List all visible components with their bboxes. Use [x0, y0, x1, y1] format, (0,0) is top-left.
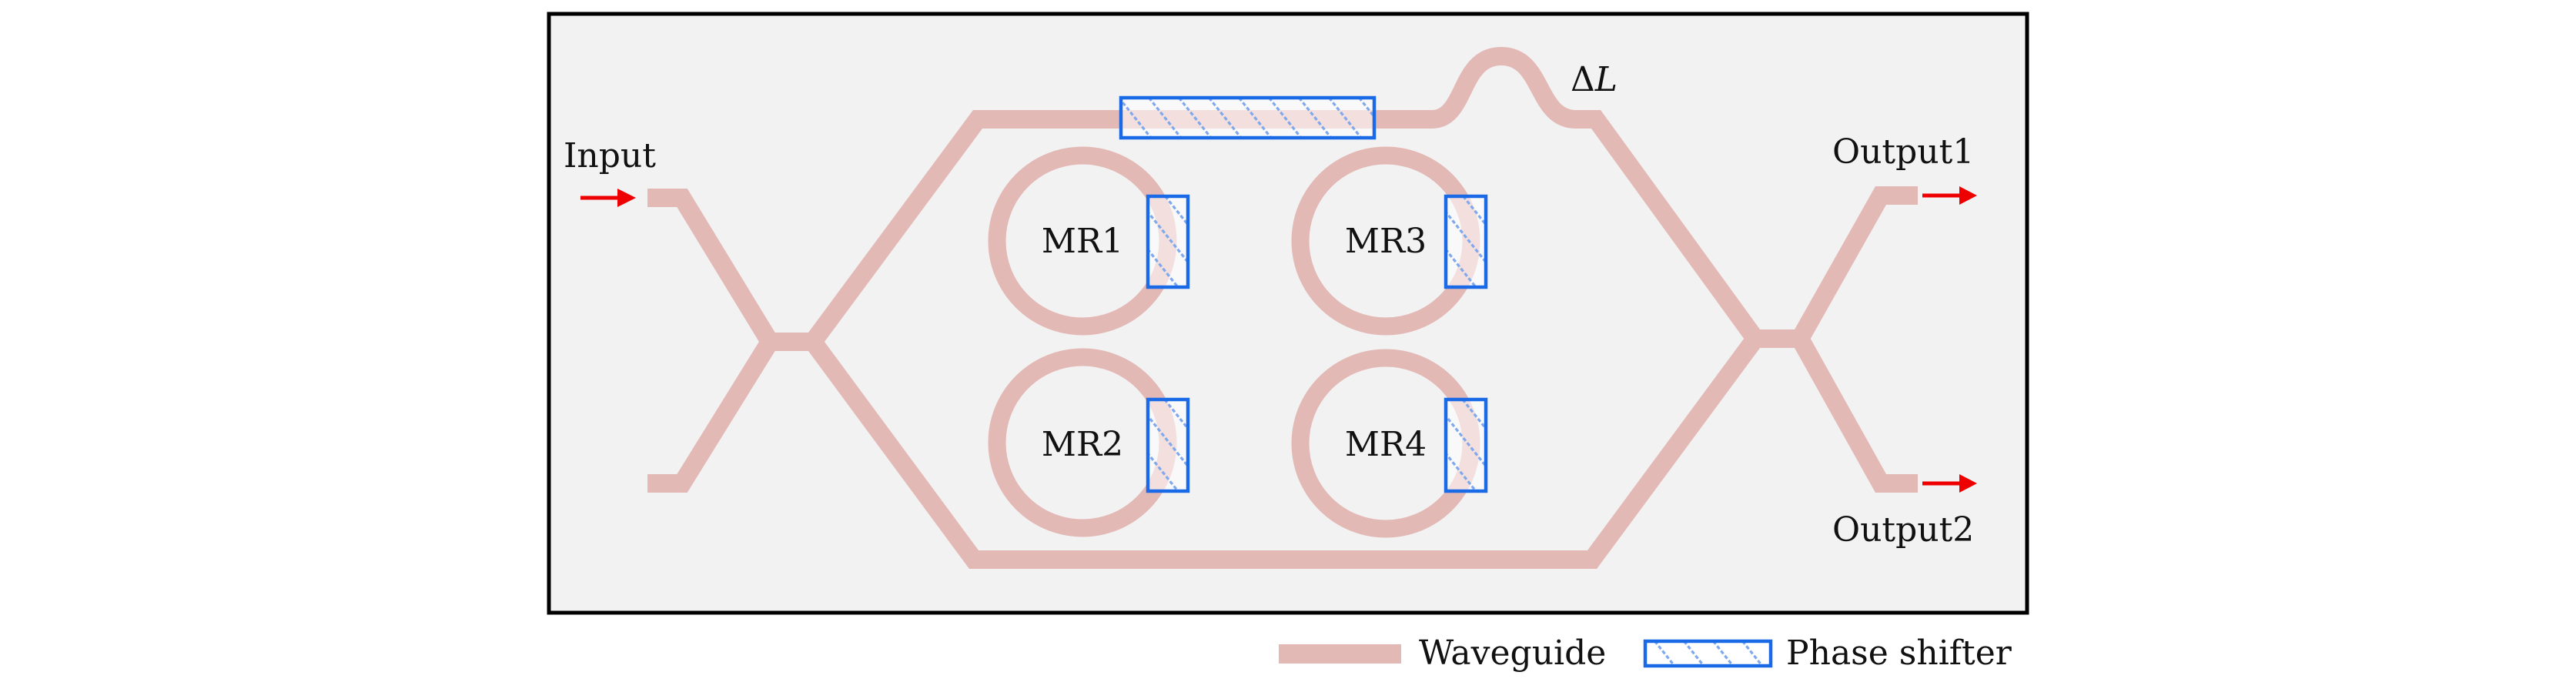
- input-waveguide-top: [647, 189, 813, 351]
- phase-shifter-fill: [1121, 98, 1374, 138]
- waveguide-swatch: [1279, 644, 1401, 664]
- waveguide-network: [647, 46, 1918, 569]
- hatch-line: [1268, 98, 1303, 138]
- hatch-line: [1178, 98, 1213, 138]
- phase-shifter-swatch: [1643, 639, 1773, 668]
- hatch-line: [1462, 196, 1486, 227]
- output-waveguide-bottom: [1791, 334, 1918, 493]
- legend-label-phase-shifter: Phase shifter: [1786, 634, 2012, 673]
- hatch-line: [1461, 400, 1486, 431]
- hatch-pattern: [1446, 400, 1486, 491]
- hatch-line: [1446, 413, 1486, 469]
- output2-label: Output2: [1832, 510, 1974, 550]
- phase-shifter-upper-arm: [1119, 95, 1377, 140]
- hatch-line: [1208, 98, 1243, 138]
- hatch-pattern: [1148, 196, 1188, 287]
- length-variable: L: [1594, 60, 1618, 99]
- phase-shifter-fill: [1446, 400, 1486, 491]
- hatch-line: [1446, 209, 1486, 265]
- hatch-pattern: [1148, 400, 1188, 491]
- hatch-line: [1238, 98, 1273, 138]
- input-waveguide-bottom: [647, 336, 778, 493]
- hatch-line: [1148, 209, 1188, 265]
- hatch-line: [1298, 98, 1333, 138]
- phase-shifter-mr4: [1444, 397, 1488, 493]
- ring-label-mr2: MR2: [1042, 425, 1123, 464]
- output1-label: Output1: [1832, 132, 1974, 172]
- phase-shifter-mr2: [1146, 397, 1190, 493]
- phase-shifter-border: [1146, 194, 1190, 289]
- ring-label-mr4: MR4: [1345, 425, 1427, 464]
- output2-arrow-icon: [1922, 474, 1977, 493]
- lower-arm-waveguide: [805, 333, 1763, 569]
- hatch-pattern: [1645, 641, 1764, 666]
- hatch-line: [1712, 641, 1735, 666]
- legend-label-waveguide: Waveguide: [1419, 634, 1606, 673]
- hatch-line: [1654, 641, 1676, 666]
- phase-shifter-fill: [1148, 196, 1188, 287]
- hatch-line: [1148, 98, 1183, 138]
- upper-arm-waveguide: [805, 46, 1800, 348]
- input-arrow-icon: [580, 189, 636, 207]
- phase-shifter-border: [1444, 397, 1488, 493]
- phase-shifter-fill: [1645, 641, 1771, 666]
- hatch-line: [1741, 641, 1764, 666]
- delta-l-label: ΔL: [1571, 60, 1618, 99]
- hatch-line: [1148, 413, 1188, 469]
- hatch-pattern: [1121, 98, 1374, 138]
- legend: Waveguide Phase shifter: [1279, 634, 2012, 673]
- hatch-line: [1645, 664, 1647, 666]
- ring-label-mr3: MR3: [1345, 222, 1427, 261]
- phase-shifter-mr1: [1146, 194, 1190, 289]
- legend-item-phase-shifter: Phase shifter: [1643, 634, 2012, 673]
- legend-item-waveguide: Waveguide: [1279, 634, 1606, 673]
- output-waveguide-top: [1791, 186, 1918, 343]
- ring-label-mr1: MR1: [1042, 222, 1123, 261]
- delta-symbol: Δ: [1571, 60, 1595, 99]
- output1-arrow-icon: [1922, 186, 1977, 205]
- input-label: Input: [564, 136, 656, 176]
- hatch-line: [1358, 98, 1374, 119]
- hatch-pattern: [1446, 196, 1486, 287]
- hatch-line: [1328, 98, 1363, 138]
- hatch-line: [1683, 641, 1705, 666]
- phase-shifter-border: [1119, 95, 1377, 140]
- phase-shifter-border: [1444, 194, 1488, 289]
- hatch-line: [1164, 196, 1188, 227]
- hatch-line: [1121, 98, 1153, 138]
- phase-shifter-border: [1146, 397, 1190, 493]
- phase-shifter-border: [1643, 639, 1773, 668]
- phase-shifter-mr3: [1444, 194, 1488, 289]
- phase-shifter-fill: [1446, 196, 1486, 287]
- phase-shifter-fill: [1148, 400, 1188, 491]
- hatch-line: [1163, 400, 1188, 431]
